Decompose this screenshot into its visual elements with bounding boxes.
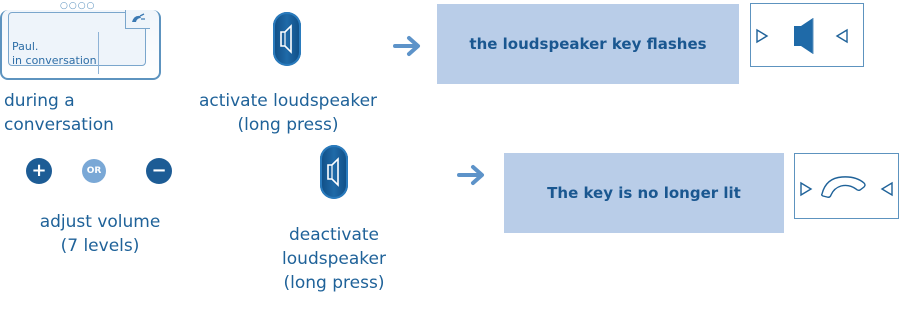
loudspeaker-key-icon[interactable] [273,12,301,66]
flashing-key-frame [750,3,864,67]
caption-line: adjust volume [39,212,161,232]
caption-adjust-volume: adjust volume (7 levels) [20,210,180,258]
right-arrow-icon [393,36,420,56]
loudspeaker-key-icon[interactable] [320,145,348,199]
caption-during-conversation: during a conversation [4,89,154,137]
triangle-left-outline-icon [835,28,848,44]
display-caller-name: Paul. [12,40,39,53]
caption-line: conversation [4,115,114,135]
result-box-flashes: the loudspeaker key flashes [437,4,739,84]
display-status-icons: ○○○○ [60,1,96,11]
caption-line: during a [4,91,75,111]
handset-frame [794,153,899,219]
caption-line: activate loudspeaker [198,91,378,111]
caption-line: deactivate [288,225,379,245]
plus-icon: + [31,160,47,181]
result-box-no-longer-lit: The key is no longer lit [504,153,784,233]
display-caller-text: Paul. in conversation [12,40,97,68]
display-divider [98,32,99,74]
handset-icon [820,176,866,198]
caption-deactivate-loudspeaker: deactivate loudspeaker (long press) [254,223,414,295]
phone-status-icon [132,13,145,22]
display-call-status: in conversation [12,54,97,67]
triangle-right-outline-icon [800,181,813,197]
or-label: OR [86,166,102,176]
result-text: the loudspeaker key flashes [469,35,707,53]
or-badge: OR [82,159,106,183]
caption-line: (long press) [237,115,339,135]
triangle-left-outline-icon [880,181,893,197]
volume-up-button[interactable]: + [26,158,52,184]
result-text: The key is no longer lit [547,184,741,202]
caption-line: (7 levels) [60,236,140,256]
triangle-right-outline-icon [756,28,769,44]
display-screen [8,12,146,66]
display-tab [125,10,150,29]
caption-line: (long press) [283,273,385,293]
minus-icon: − [151,160,167,181]
loudspeaker-key-icon [794,18,814,54]
caption-line: loudspeaker [282,249,386,269]
right-arrow-icon [457,165,484,185]
caption-activate-loudspeaker: activate loudspeaker (long press) [188,89,388,137]
volume-down-button[interactable]: − [146,158,172,184]
